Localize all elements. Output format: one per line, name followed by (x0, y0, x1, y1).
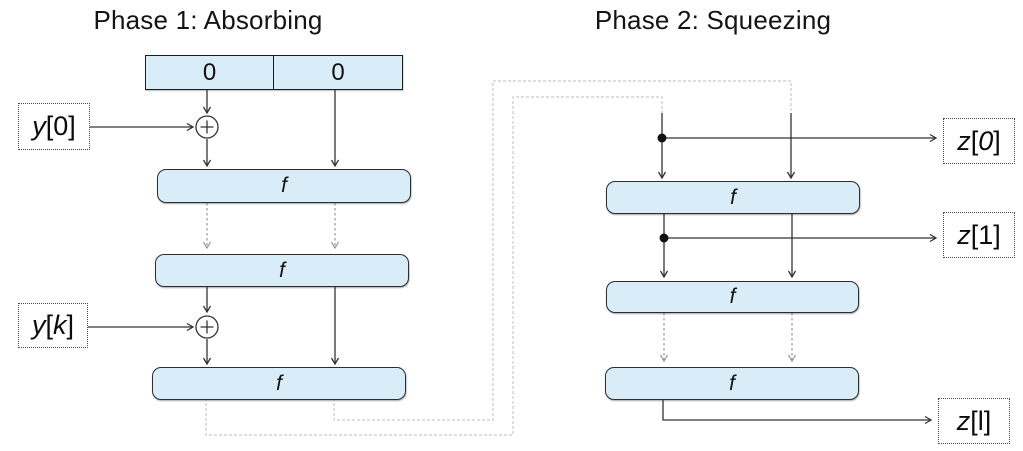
xor-icon-1 (195, 115, 219, 139)
input-yk-box: y[k] (18, 303, 88, 348)
branch-dot-z0 (657, 133, 667, 143)
output-z0-box: z[0] (943, 118, 1015, 164)
phase2-title: Phase 2: Squeezing (594, 5, 832, 35)
xor-icon-2 (195, 315, 219, 339)
branch-dot-z1 (659, 233, 669, 243)
input-y0-box: y[0] (18, 103, 90, 150)
state-cell-left: 0 (146, 56, 274, 89)
absorb-f-box-3: f (152, 367, 406, 400)
state-register: 0 0 (145, 55, 403, 90)
phase1-title: Phase 1: Absorbing (93, 5, 323, 35)
absorb-f-box-2: f (155, 254, 409, 287)
absorb-f-box-1: f (157, 169, 411, 203)
feedback-path-left-lane (205, 96, 663, 436)
arrow-squeeze-f3-to-zl (662, 398, 933, 425)
squeeze-f-box-1: f (606, 181, 860, 214)
state-cell-right: 0 (331, 58, 345, 86)
feedback-path-right-lane (333, 80, 792, 421)
output-zl-box: z[l] (938, 398, 1010, 444)
output-z1-box: z[1] (943, 212, 1015, 258)
squeeze-f-box-2: f (606, 281, 859, 313)
squeeze-f-box-3: f (605, 367, 859, 400)
